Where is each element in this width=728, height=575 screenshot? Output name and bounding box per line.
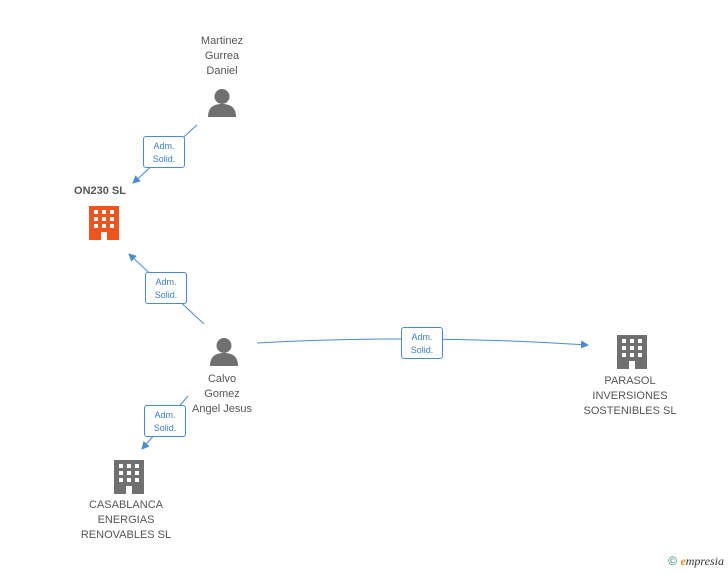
- node-label-martinez[interactable]: Martinez Gurrea Daniel: [200, 35, 244, 77]
- node-label-calvo[interactable]: Calvo Gomez Angel Jesus: [192, 373, 252, 415]
- edge-badge-calvo-parasol: Adm. Solid.: [401, 327, 443, 359]
- node-label-on230[interactable]: ON230 SL: [74, 185, 126, 197]
- building-icon[interactable]: [617, 335, 647, 369]
- edge-badge-calvo-casablanca: Adm. Solid.: [144, 405, 186, 437]
- edge-badge-calvo-on230: Adm. Solid.: [145, 272, 187, 304]
- person-icon[interactable]: [208, 89, 236, 117]
- copyright-icon: ©: [668, 554, 678, 568]
- node-label-parasol[interactable]: PARASOL INVERSIONES SOSTENIBLES SL: [583, 375, 677, 417]
- building-icon[interactable]: [89, 206, 119, 240]
- brand-name: mpresia: [685, 554, 724, 568]
- brand-initial: e: [680, 554, 686, 568]
- building-icon[interactable]: [114, 460, 144, 494]
- node-label-casablanca[interactable]: CASABLANCA ENERGIAS RENOVABLES SL: [80, 499, 172, 541]
- empresia-watermark: © empresia: [668, 554, 724, 569]
- edge-badge-martinez-on230: Adm. Solid.: [143, 136, 185, 168]
- person-icon[interactable]: [210, 338, 238, 366]
